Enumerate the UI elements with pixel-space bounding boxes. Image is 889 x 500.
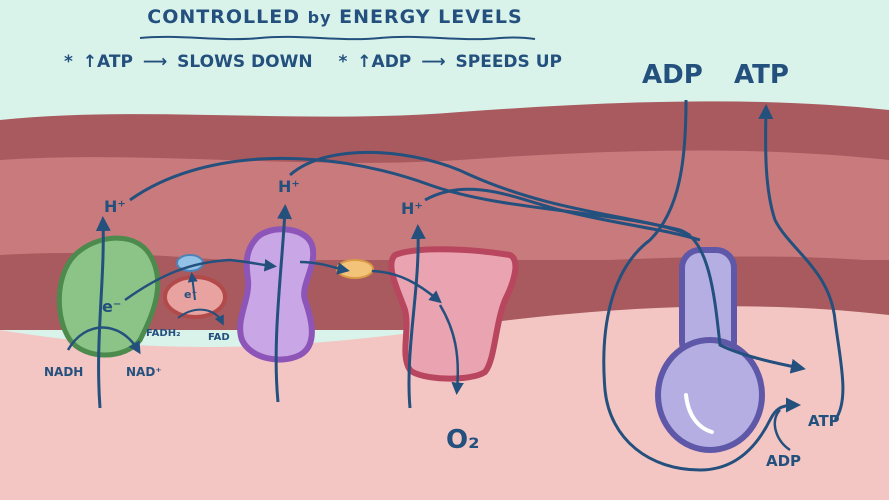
electron-label-2: e⁻ xyxy=(184,288,197,301)
nadh-label: NADH xyxy=(44,365,83,379)
oxygen-arrow xyxy=(438,304,464,395)
proton-flow-2 xyxy=(289,150,691,237)
top-adp-label: ADP xyxy=(642,60,703,90)
note-1-bullet: * xyxy=(64,52,73,72)
electron-path xyxy=(124,258,277,302)
adp-import-loop xyxy=(602,99,801,472)
proton-arrow-1 xyxy=(95,216,111,409)
top-atp-label: ATP xyxy=(734,60,789,90)
nad-label: NAD⁺ xyxy=(126,365,162,379)
complex2-to-q xyxy=(187,272,198,301)
proton-flow-1 xyxy=(129,156,806,374)
proton-flow-3 xyxy=(424,187,701,242)
proton-arrow-3 xyxy=(407,224,426,409)
atp-out-label: ATP xyxy=(808,412,840,430)
note-1-atp: ↑ATP xyxy=(82,52,133,72)
electron-label-1: e⁻ xyxy=(102,297,121,316)
h-plus-label-1: H⁺ xyxy=(104,197,126,216)
o2-label: O₂ xyxy=(446,425,480,455)
fadh2-label: FADH₂ xyxy=(146,328,180,339)
diagram-title: CONTROLLED by ENERGY LEVELS xyxy=(120,6,550,28)
atp-export-loop xyxy=(758,104,845,421)
fad-label: FAD xyxy=(208,332,230,343)
note-1-arrow: ⟶ xyxy=(142,52,168,72)
title-underline xyxy=(139,35,536,41)
electron-path-2 xyxy=(299,260,350,275)
proton-arrow-2 xyxy=(274,204,293,403)
note-2-arrow: ⟶ xyxy=(421,52,446,72)
note-1-effect: SLOWS DOWN xyxy=(177,52,313,72)
regulation-notes: * ↑ATP ⟶ SLOWS DOWN * ↑ADP ⟶ SPEEDS UP xyxy=(64,52,566,72)
atp-synthase-shine xyxy=(684,393,714,434)
matrix-region xyxy=(0,306,889,500)
h-plus-label-3: H⁺ xyxy=(401,199,423,218)
complex-4 xyxy=(388,246,519,382)
h-plus-label-2: H⁺ xyxy=(278,177,300,196)
complex-1 xyxy=(56,235,161,358)
note-2-adp: ↑ADP xyxy=(357,52,412,72)
atp-synthase-head xyxy=(655,337,765,453)
nadh-arrow xyxy=(66,326,141,355)
note-2-effect: SPEEDS UP xyxy=(455,52,562,72)
complex-3 xyxy=(237,226,317,363)
note-2-bullet: * xyxy=(338,52,348,72)
title-part-1: CONTROLLED xyxy=(147,6,300,28)
adp-to-synthase xyxy=(773,409,791,452)
adp-in-label: ADP xyxy=(766,452,801,470)
title-part-2: by xyxy=(307,8,332,27)
title-part-3: ENERGY LEVELS xyxy=(339,6,523,28)
fadh2-arrow xyxy=(177,308,224,326)
electron-path-3 xyxy=(371,269,442,304)
